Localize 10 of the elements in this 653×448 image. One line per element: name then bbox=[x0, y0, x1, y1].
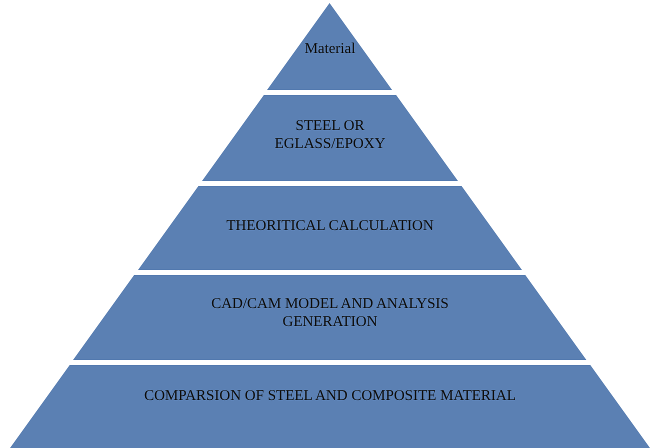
pyramid-tier bbox=[202, 95, 458, 181]
pyramid-tier bbox=[138, 186, 522, 270]
tier-label: COMPARSION OF STEEL AND COMPOSITE MATERIAL bbox=[143, 387, 517, 405]
tier-label: STEEL OR EGLASS/EPOXY bbox=[274, 117, 386, 153]
pyramid-tier bbox=[267, 3, 393, 90]
tier-label: CAD/CAM MODEL AND ANALYSIS GENERATION bbox=[210, 295, 450, 331]
tier-label: Material bbox=[304, 40, 356, 58]
pyramid-tier bbox=[10, 365, 650, 448]
tier-label: THEORITICAL CALCULATION bbox=[225, 217, 435, 235]
pyramid-tier bbox=[73, 275, 587, 360]
